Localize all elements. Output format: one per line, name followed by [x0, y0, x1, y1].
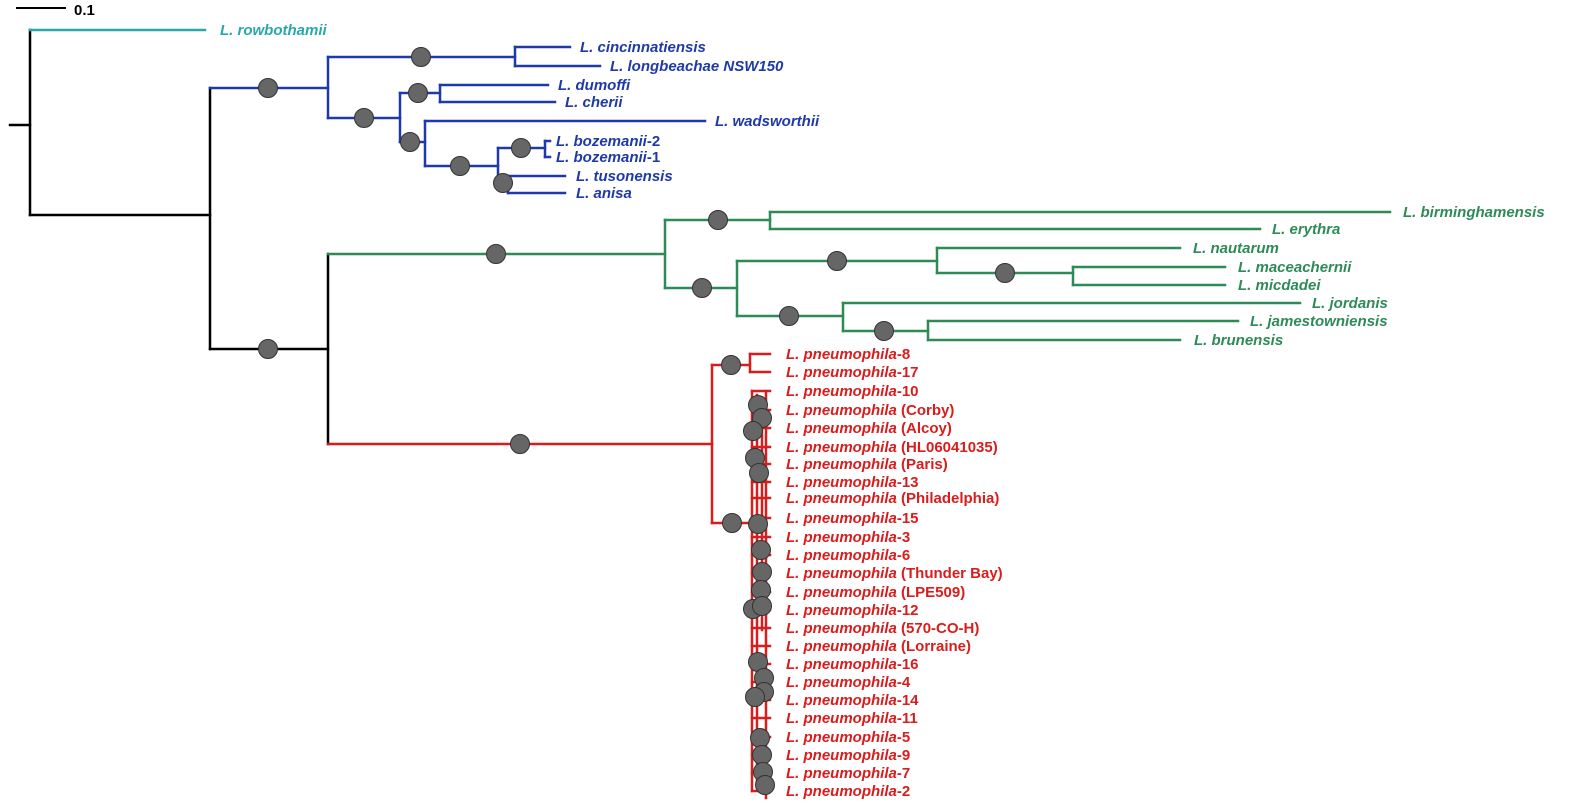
support-node-marker [354, 108, 374, 128]
taxon-label-nautarum: L. nautarum [1193, 240, 1279, 257]
taxon-label-wadsworthii: L. wadsworthii [715, 113, 820, 130]
taxon-label-micdadei: L. micdadei [1238, 277, 1321, 294]
taxon-label-alcoy: L. pneumophila (Alcoy) [786, 420, 952, 437]
taxon-label-lpe509: L. pneumophila (LPE509) [786, 584, 965, 601]
support-node-marker [708, 210, 728, 230]
taxon-label-bozemanii1: L. bozemanii-1 [556, 149, 660, 166]
support-node-marker [450, 156, 470, 176]
taxon-label-maceachernii: L. maceachernii [1238, 259, 1352, 276]
taxon-label-bozemanii2: L. bozemanii-2 [556, 133, 660, 150]
taxon-label-pn12: L. pneumophila-12 [786, 602, 919, 619]
support-node-marker [779, 306, 799, 326]
support-node-marker [874, 321, 894, 341]
taxon-label-pn4: L. pneumophila-4 [786, 674, 911, 691]
taxon-label-pn11: L. pneumophila-11 [786, 710, 918, 727]
taxon-label-phila: L. pneumophila (Philadelphia) [786, 490, 999, 507]
taxon-label-cherii: L. cherii [565, 94, 623, 111]
support-node-marker [749, 463, 769, 483]
support-node-marker [750, 728, 770, 748]
support-node-marker [722, 513, 742, 533]
tip-labels: L. rowbothamii L. cincinnatiensis L. longb… [220, 22, 1545, 800]
support-node-marker [745, 687, 765, 707]
taxon-label-pn17: L. pneumophila-17 [786, 364, 919, 381]
support-node-marker [743, 421, 763, 441]
taxon-label-pn5: L. pneumophila-5 [786, 729, 910, 746]
taxon-label-pn8: L. pneumophila-8 [786, 346, 910, 363]
support-node-marker [511, 138, 531, 158]
taxon-label-thunder: L. pneumophila (Thunder Bay) [786, 565, 1003, 582]
taxon-label-pn9: L. pneumophila-9 [786, 747, 910, 764]
support-node-marker [752, 596, 772, 616]
support-node-marker [752, 745, 772, 765]
tree-branches [8, 28, 1392, 800]
taxon-label-jordanis: L. jordanis [1312, 295, 1388, 312]
scale-bar-label: 0.1 [74, 2, 95, 19]
taxon-label-pn16: L. pneumophila-16 [786, 656, 919, 673]
taxon-label-erythra: L. erythra [1272, 221, 1340, 238]
support-node-marker [692, 278, 712, 298]
taxon-label-pn14: L. pneumophila-14 [786, 692, 919, 709]
taxon-label-anisa: L. anisa [576, 185, 632, 202]
support-node-marker [258, 78, 278, 98]
support-node-marker [411, 47, 431, 67]
taxon-label-birminghamensis: L. birminghamensis [1403, 204, 1545, 221]
taxon-label-pn2: L. pneumophila-2 [786, 783, 910, 800]
taxon-label-cincinnatiensis: L. cincinnatiensis [580, 39, 706, 56]
taxon-label-rowbothamii: L. rowbothamii [220, 22, 327, 39]
support-node-marker [755, 775, 775, 795]
taxon-label-hl06: L. pneumophila (HL06041035) [786, 439, 998, 456]
support-node-marker [752, 562, 772, 582]
taxon-label-co570: L. pneumophila (570-CO-H) [786, 620, 979, 637]
taxon-label-pn10: L. pneumophila-10 [786, 383, 919, 400]
taxon-label-pn15: L. pneumophila-15 [786, 510, 919, 527]
support-node-marker [400, 132, 420, 152]
scale-bar: 0.1 [16, 2, 95, 19]
support-node-marker [827, 251, 847, 271]
taxon-label-jamestowniensis: L. jamestowniensis [1250, 313, 1388, 330]
taxon-label-longbeachae: L. longbeachae NSW150 [610, 58, 784, 75]
taxon-label-dumoffi: L. dumoffi [558, 77, 631, 94]
taxon-label-pn3: L. pneumophila-3 [786, 529, 910, 546]
taxon-label-pn6: L. pneumophila-6 [786, 547, 910, 564]
taxon-label-brunensis: L. brunensis [1194, 332, 1283, 349]
taxon-label-paris: L. pneumophila (Paris) [786, 456, 948, 473]
taxon-label-tusonensis: L. tusonensis [576, 168, 673, 185]
taxon-label-lorraine: L. pneumophila (Lorraine) [786, 638, 971, 655]
taxon-label-pn13: L. pneumophila-13 [786, 474, 919, 491]
taxon-label-corby: L. pneumophila (Corby) [786, 402, 954, 419]
node-markers [258, 47, 1015, 795]
support-node-marker [748, 514, 768, 534]
support-node-marker [751, 540, 771, 560]
support-node-marker [493, 173, 513, 193]
support-node-marker [510, 434, 530, 454]
support-node-marker [995, 263, 1015, 283]
taxon-label-pn7: L. pneumophila-7 [786, 765, 910, 782]
support-node-marker [408, 83, 428, 103]
support-node-marker [258, 339, 278, 359]
support-node-marker [486, 244, 506, 264]
support-node-marker [721, 355, 741, 375]
